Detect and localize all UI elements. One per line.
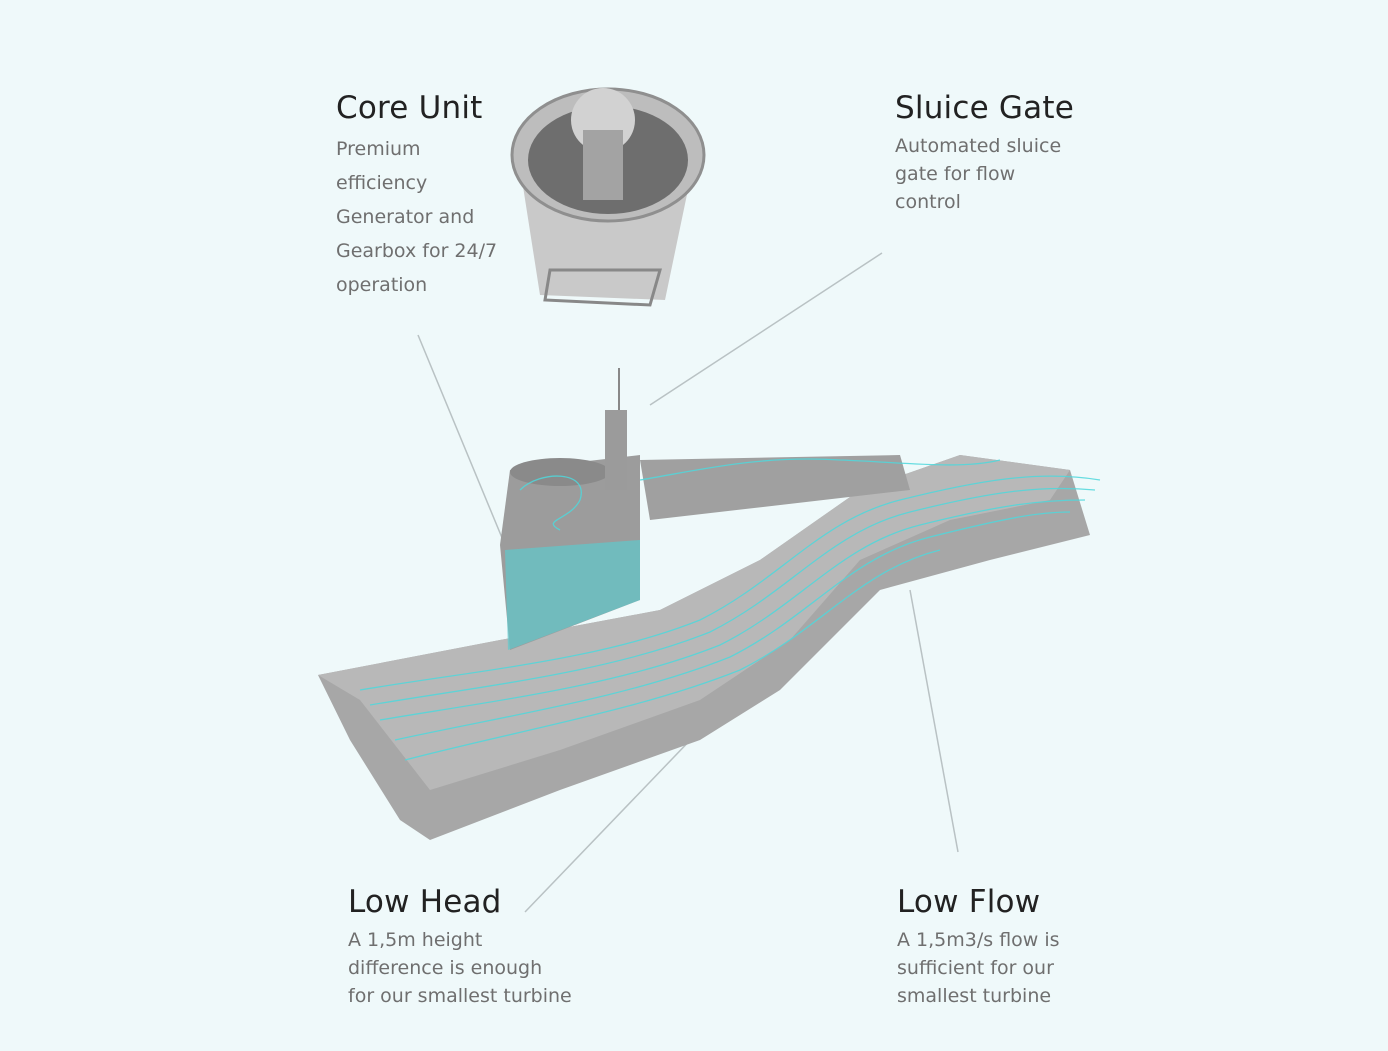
core-unit-leader-line [417, 334, 506, 546]
low-flow-leader-line [909, 589, 959, 853]
sluice-gate-title: Sluice Gate [895, 90, 1074, 126]
low-flow-description: A 1,5m3/s flow is sufficient for our sma… [897, 926, 1060, 1010]
desc-line: control [895, 191, 961, 213]
water-flow-lines [359, 458, 1101, 761]
desc-line: operation [336, 274, 428, 296]
low-flow-feature: Low Flow A 1,5m3/s flow is sufficient fo… [897, 884, 1060, 1010]
desc-line: smallest turbine [897, 985, 1052, 1007]
low-head-feature: Low Head A 1,5m height difference is eno… [348, 884, 572, 1010]
desc-line: Premium [336, 138, 421, 160]
sluice-gate-description: Automated sluice gate for flow control [895, 132, 1074, 216]
sluice-gate-leader-line [649, 252, 883, 406]
leader-lines [417, 252, 959, 913]
core-unit-turbine-image [510, 87, 706, 307]
desc-line: A 1,5m3/s flow is [897, 929, 1060, 951]
sluice-gate-feature: Sluice Gate Automated sluice gate for fl… [895, 90, 1074, 216]
low-flow-title: Low Flow [897, 884, 1041, 920]
desc-line: for our smallest turbine [348, 985, 572, 1007]
core-unit-feature: Core Unit Premium efficiency Generator a… [336, 90, 497, 302]
desc-line: difference is enough [348, 957, 543, 979]
desc-line: sufficient for our [897, 957, 1054, 979]
desc-line: A 1,5m height [348, 929, 483, 951]
desc-line: Automated sluice [895, 135, 1062, 157]
desc-line: efficiency [336, 172, 428, 194]
core-unit-title: Core Unit [336, 90, 483, 126]
desc-line: Generator and [336, 206, 475, 228]
low-head-description: A 1,5m height difference is enough for o… [348, 926, 572, 1010]
low-head-title: Low Head [348, 884, 502, 920]
desc-line: gate for flow [895, 163, 1016, 185]
channel [318, 368, 1090, 840]
core-unit-description: Premium efficiency Generator and Gearbox… [336, 132, 497, 302]
desc-line: Gearbox for 24/7 [336, 240, 498, 262]
